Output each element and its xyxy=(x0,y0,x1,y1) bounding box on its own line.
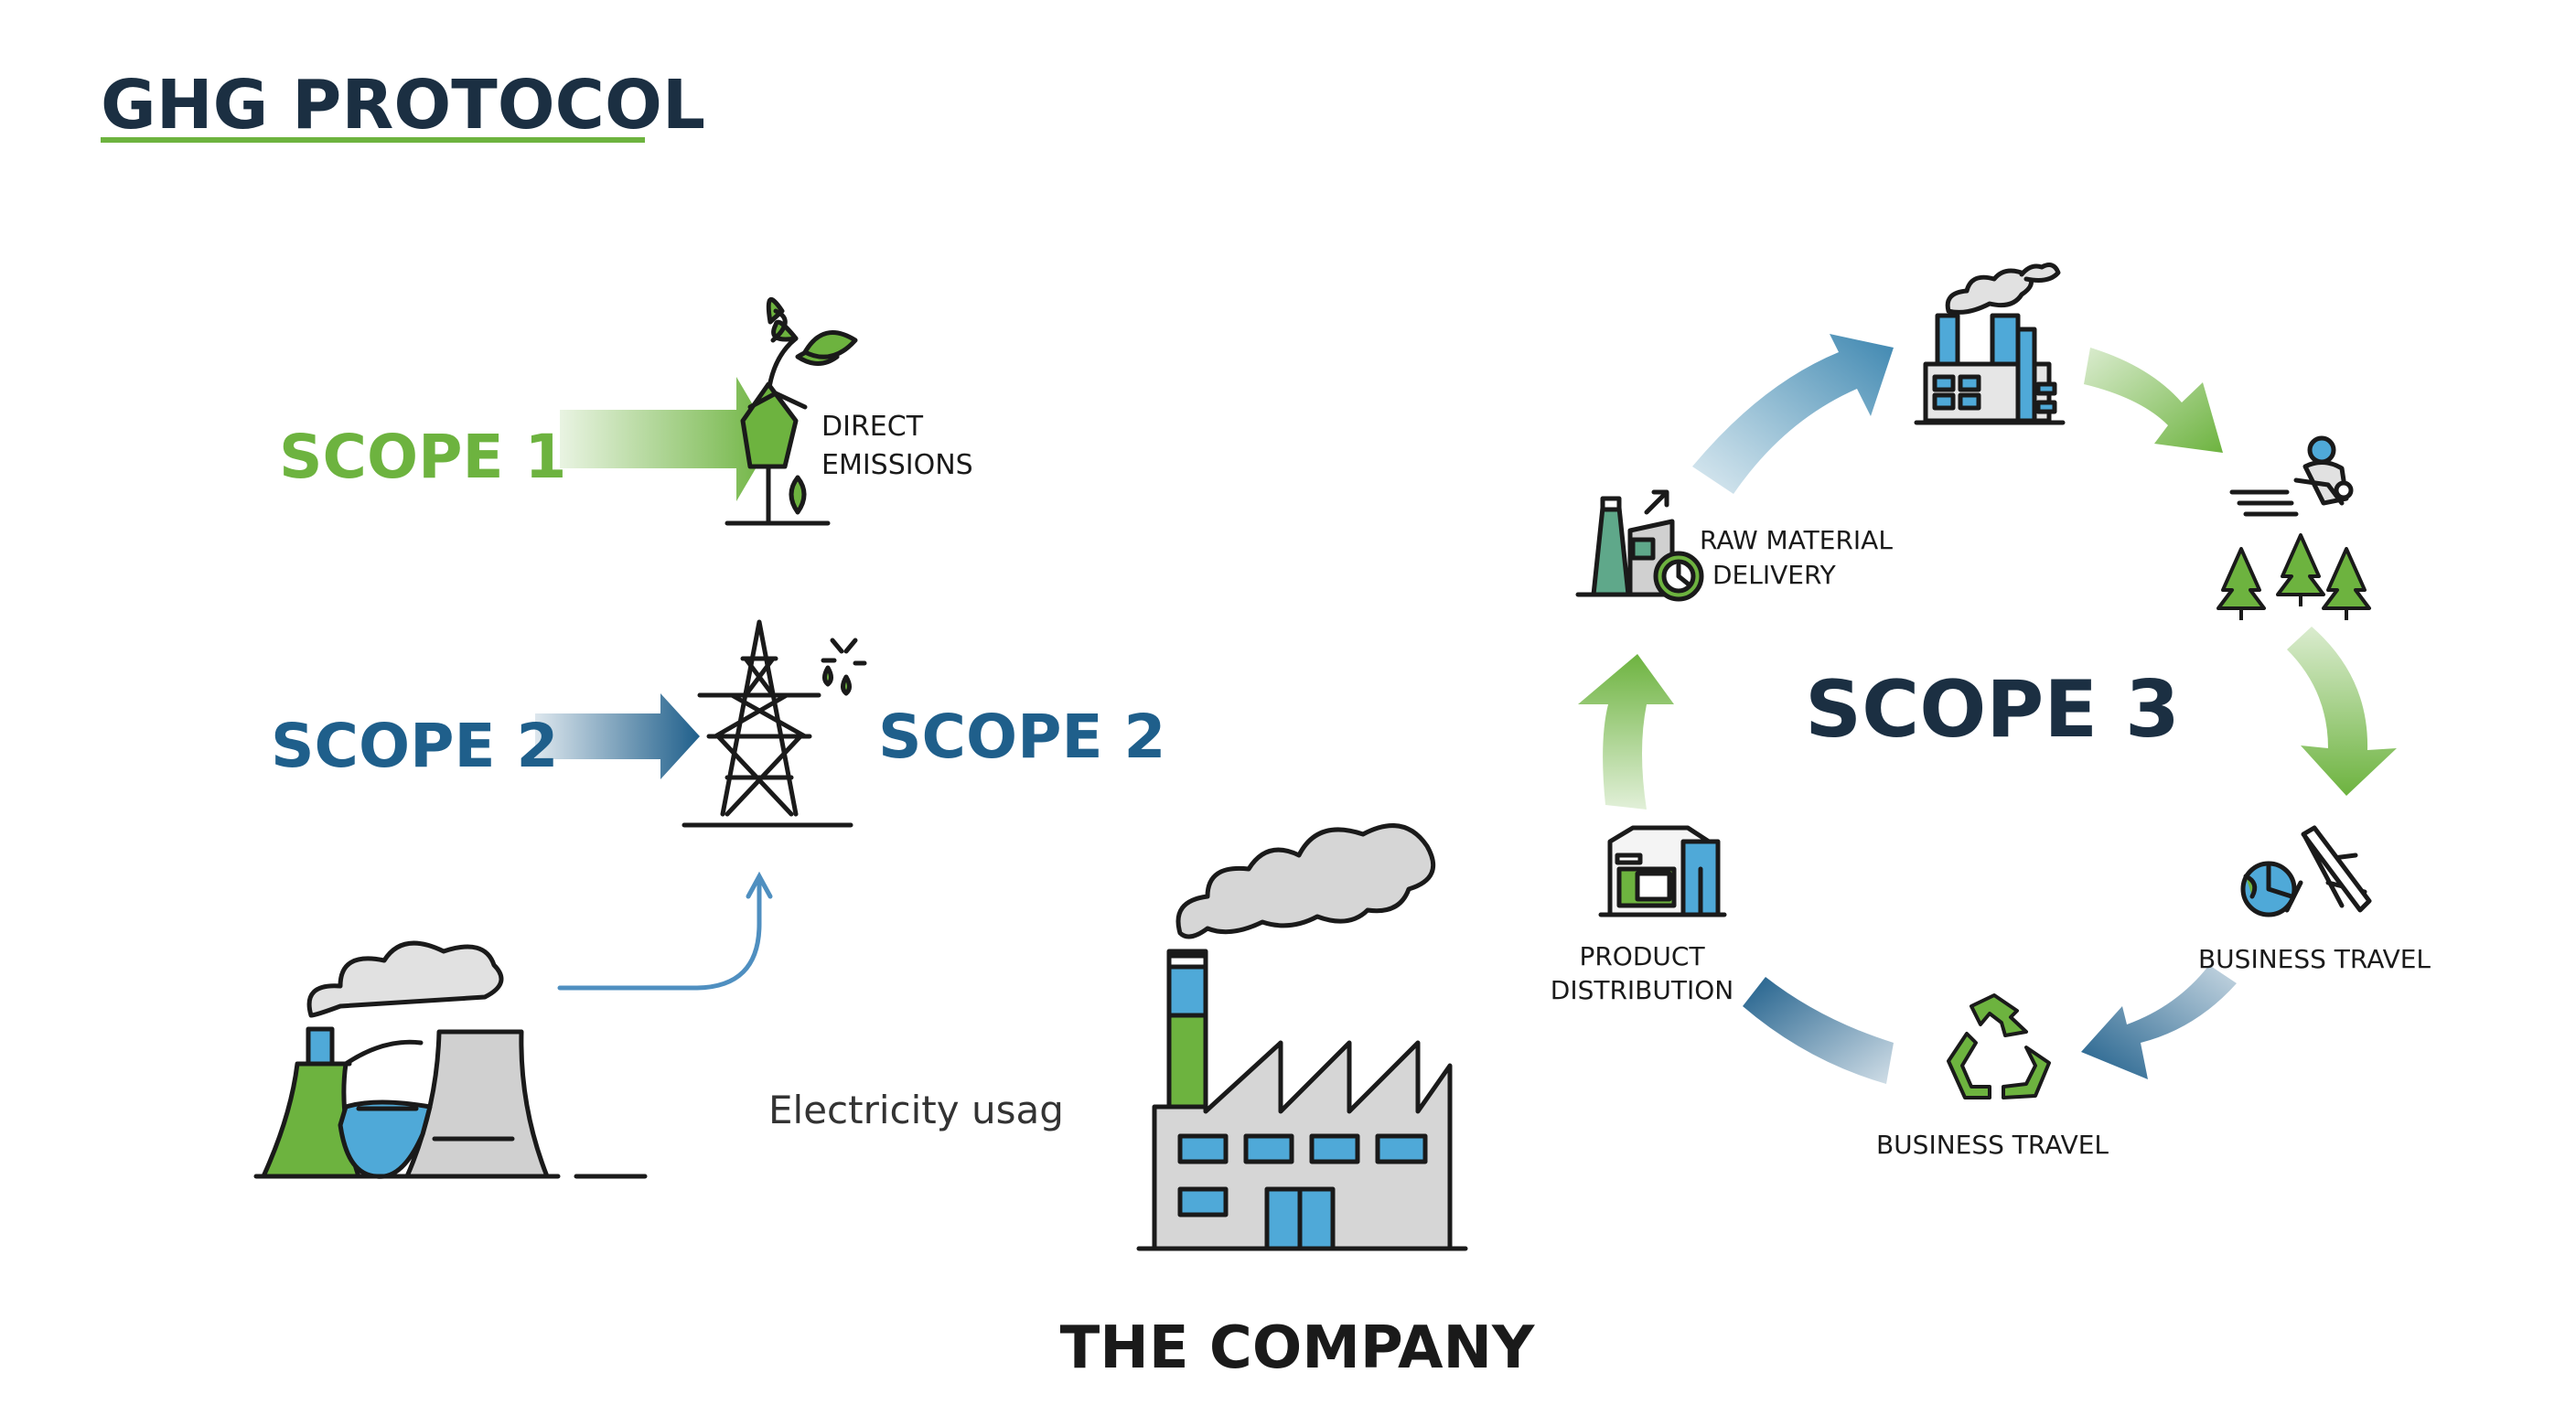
plant-sprout-icon xyxy=(724,297,858,526)
scope1-section: SCOPE 1 DIRECT EMISSIONS xyxy=(279,297,973,526)
cycle-arrow-top-left xyxy=(1692,334,1894,494)
business-travel-right-label: BUSINESS TRAVEL xyxy=(2198,944,2431,974)
raw-material-line1: RAW MATERIAL xyxy=(1700,525,1893,555)
scope2-arrow xyxy=(535,693,700,779)
cycle-arrow-left xyxy=(1578,654,1674,810)
raw-material-factory-icon xyxy=(1575,489,1704,602)
cycle-arrow-bottom-right xyxy=(2081,965,2237,1079)
page-title-group: GHG PROTOCOL xyxy=(101,66,705,145)
electricity-flow-arrow xyxy=(557,871,773,991)
electricity-usage-label: Electricity usag xyxy=(768,1088,1064,1132)
scope3-factory-icon xyxy=(1914,263,2066,425)
cycle-arrow-right xyxy=(2287,627,2397,796)
scope3-section: SCOPE 3 RAW MATERIAL DELIVERY xyxy=(1551,263,2431,1160)
recycle-icon xyxy=(1947,993,2051,1099)
distribution-warehouse-icon xyxy=(1598,825,1727,917)
product-distribution-line1: PRODUCT xyxy=(1579,941,1705,971)
product-distribution-line2: DISTRIBUTION xyxy=(1551,975,1733,1005)
scope2-left-label: SCOPE 2 xyxy=(271,711,558,781)
company-section: THE COMPANY xyxy=(1060,823,1535,1382)
scope1-caption-line1: DIRECT xyxy=(821,411,924,443)
scope2-section: SCOPE 2 SCOPE 2 xyxy=(253,619,1165,1179)
scope2-right-label: SCOPE 2 xyxy=(878,702,1165,772)
cycle-arrow-bottom-left xyxy=(1743,977,1894,1084)
scope1-label: SCOPE 1 xyxy=(279,422,566,492)
business-travel-plane-icon xyxy=(2240,825,2372,917)
raw-material-line2: DELIVERY xyxy=(1712,560,1837,590)
factory-icon xyxy=(1136,823,1468,1251)
scope3-label: SCOPE 3 xyxy=(1805,664,2180,756)
page-title: GHG PROTOCOL xyxy=(101,66,705,145)
power-plant-icon xyxy=(253,940,648,1179)
scope1-arrow xyxy=(560,377,773,501)
delivery-person-icon xyxy=(2229,435,2354,517)
pine-trees-icon xyxy=(2216,533,2371,620)
business-travel-bottom-label: BUSINESS TRAVEL xyxy=(1876,1130,2109,1160)
title-underline xyxy=(101,137,645,143)
company-label: THE COMPANY xyxy=(1060,1314,1535,1382)
cycle-arrow-top-right xyxy=(2084,348,2223,453)
scope1-caption-line2: EMISSIONS xyxy=(821,449,973,481)
power-tower-icon xyxy=(682,619,867,828)
